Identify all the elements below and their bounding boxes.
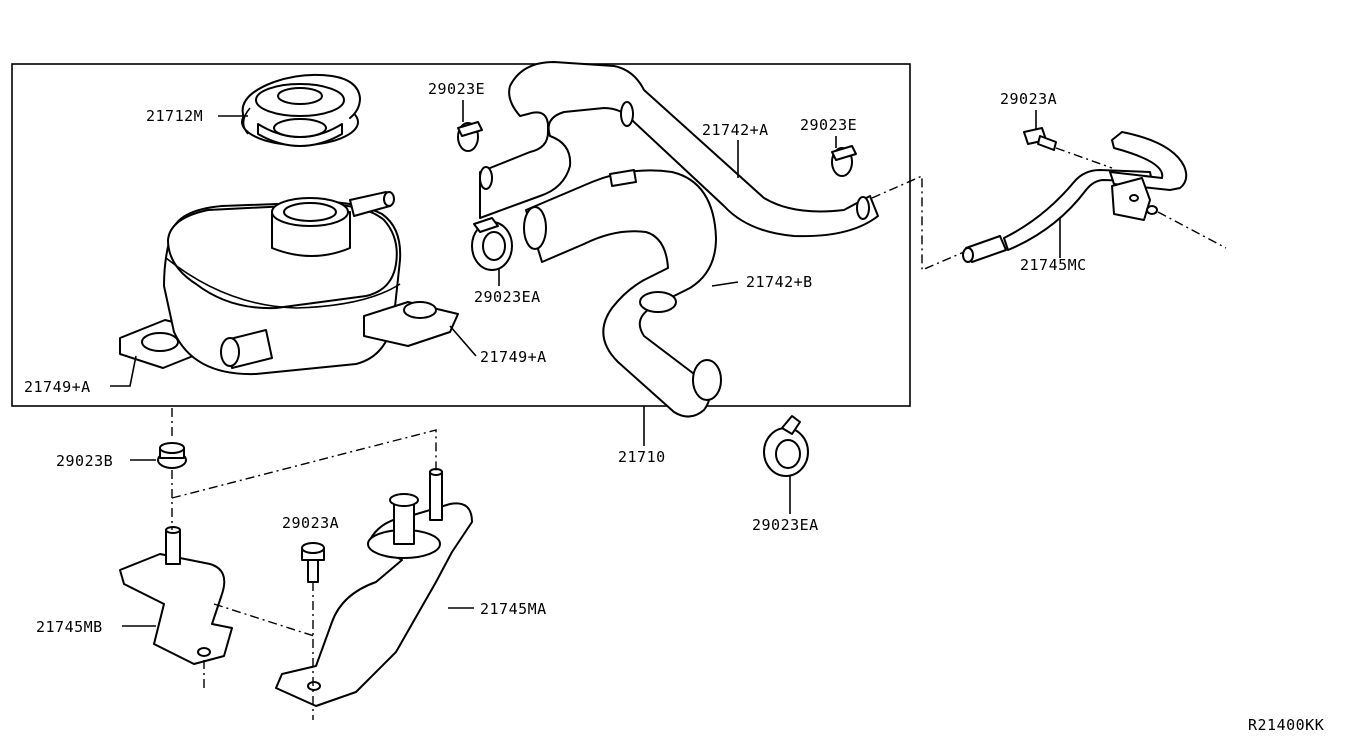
hose-a-part bbox=[479, 61, 879, 238]
clamp-ea-inner-part bbox=[471, 217, 513, 271]
diagram-code: R21400KK bbox=[1248, 716, 1324, 734]
label-21710: 21710 bbox=[618, 448, 666, 466]
label-29023a-right: 29023A bbox=[1000, 90, 1057, 108]
label-29023e-left: 29023E bbox=[428, 80, 485, 98]
reservoir-tank-part bbox=[119, 191, 459, 376]
label-21712m: 21712M bbox=[146, 107, 203, 125]
label-29023ea-inner: 29023EA bbox=[474, 288, 541, 306]
bolt-lower-part bbox=[301, 542, 325, 583]
reservoir-cap-part bbox=[241, 73, 361, 147]
assembly-frame bbox=[11, 63, 911, 407]
bracket-mb-part bbox=[119, 526, 233, 665]
label-21745ma: 21745MA bbox=[480, 600, 547, 618]
label-21749a-left: 21749+A bbox=[24, 378, 91, 396]
leader-lines bbox=[110, 100, 1061, 627]
bracket-ma-part bbox=[275, 468, 473, 707]
nut-b-part bbox=[157, 442, 187, 469]
label-21745mc: 21745MC bbox=[1020, 256, 1087, 274]
dashed-center-lines bbox=[171, 147, 1227, 720]
hose-b-part bbox=[523, 169, 722, 418]
pipe-mc-part bbox=[962, 131, 1188, 263]
label-29023e-right: 29023E bbox=[800, 116, 857, 134]
clamp-e-right-part bbox=[831, 145, 857, 177]
label-29023ea-outer: 29023EA bbox=[752, 516, 819, 534]
clamp-e-left-part bbox=[457, 121, 483, 152]
label-29023a-lower: 29023A bbox=[282, 514, 339, 532]
clamp-ea-outer-part bbox=[763, 415, 809, 477]
label-21742b: 21742+B bbox=[746, 273, 813, 291]
label-29023b: 29023B bbox=[56, 452, 113, 470]
bolt-right-part bbox=[1023, 127, 1057, 151]
label-21745mb: 21745MB bbox=[36, 618, 103, 636]
label-21742a: 21742+A bbox=[702, 121, 769, 139]
label-21749a-right: 21749+A bbox=[480, 348, 547, 366]
